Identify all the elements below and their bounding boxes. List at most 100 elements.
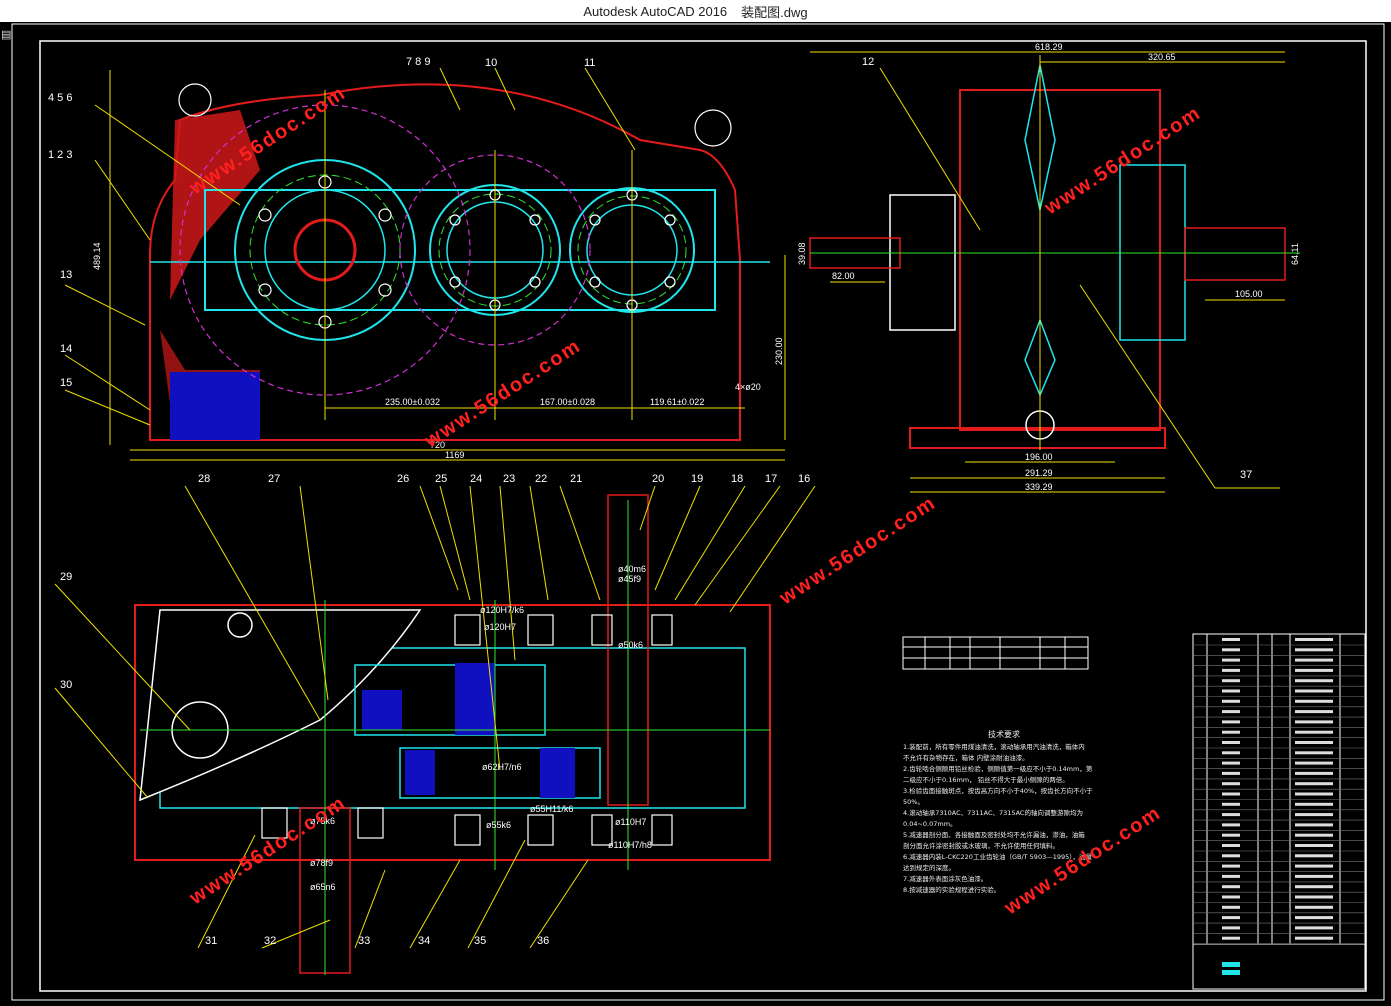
callout-29: 29 xyxy=(60,571,72,583)
callout-22: 22 xyxy=(535,473,547,485)
bom-row-text-block xyxy=(1222,895,1240,899)
bom-row-text-block xyxy=(1222,771,1240,775)
bom-row-text-block xyxy=(1295,905,1333,909)
callout-30: 30 xyxy=(60,679,72,691)
bom-row-text-block xyxy=(1295,679,1333,683)
tech-req-line: 50%。 xyxy=(903,798,924,806)
bom-row-text-block xyxy=(1295,751,1333,755)
bom-row-text-block xyxy=(1295,741,1333,744)
bom-row-text-block xyxy=(1295,895,1333,899)
file-name: 装配图.dwg xyxy=(741,4,808,20)
bom-row-text-block xyxy=(1295,844,1333,847)
bom-row-text-block xyxy=(1222,864,1240,868)
callout-28: 28 xyxy=(198,473,210,485)
bom-row-text-block xyxy=(1222,679,1240,683)
callout-13: 13 xyxy=(60,269,72,281)
bom-row-text-block xyxy=(1222,916,1240,920)
bom-row-text-block xyxy=(1295,823,1333,827)
bom-row-text-block xyxy=(1222,710,1240,714)
fit-3: ø62H7/n6 xyxy=(482,762,522,772)
fit-12: ø78f9 xyxy=(310,858,333,868)
callout-10: 10 xyxy=(485,57,497,69)
system-menu-icon[interactable]: ▤ xyxy=(1,29,12,41)
bom-row-text-block xyxy=(1222,658,1240,662)
tech-req-line: 6.减速器内装L-CKC220工业齿轮油（GB/T 5903—1995），油量 xyxy=(903,852,1093,861)
bom-row-text-block xyxy=(1222,638,1240,641)
bom-row-text-block xyxy=(1222,905,1240,909)
dim-left-dia: 39.08 xyxy=(797,242,807,265)
fit-8: ø55k6 xyxy=(486,820,511,830)
fit-7: ø55H11/k6 xyxy=(530,804,573,814)
bom-row-text-block xyxy=(1295,864,1333,868)
watermark: www.56doc.com xyxy=(1040,102,1205,220)
callout-34: 34 xyxy=(418,935,430,947)
tech-req-title: 技术要求 xyxy=(988,729,1020,739)
tech-req-line: 剖分面允许涂密封胶或水玻璃，不允许使用任何填料。 xyxy=(903,841,1059,850)
bom-row-text-block xyxy=(1222,699,1240,703)
callout-33: 33 xyxy=(358,935,370,947)
bom-row-text-block xyxy=(1295,638,1333,641)
bom-row-text-block xyxy=(1295,710,1333,714)
fit-5: ø45f9 xyxy=(618,574,641,584)
fit-9: ø110H7 xyxy=(615,817,646,827)
fit-4: ø40m6 xyxy=(618,564,646,574)
tech-req-line: 1.装配前，所有零件用煤油清洗，滚动轴承用汽油清洗，箱体内 xyxy=(903,742,1085,751)
callout-21: 21 xyxy=(570,473,582,485)
tech-req-line: 2.齿轮啮合侧隙用铅丝检验，侧隙值第一级应不小于0.14mm，第 xyxy=(903,764,1093,773)
bom-row-text-block xyxy=(1295,699,1333,703)
top-view: 28 27 26 25 24 23 22 21 20 19 18 17 16 2… xyxy=(54,473,816,975)
bom-row-text-block xyxy=(1295,936,1333,940)
callout-36: 36 xyxy=(537,935,549,947)
bom-row-text-block xyxy=(1222,833,1240,837)
watermark: www.56doc.com xyxy=(185,792,350,910)
bom-row-text-block xyxy=(1222,813,1240,817)
tech-req-line: 不允许有杂物存在，箱体 内壁涂耐油油漆。 xyxy=(903,753,1029,762)
callout-7-8-9: 7 8 9 xyxy=(406,56,430,68)
bom-row-text-block xyxy=(1222,751,1240,755)
bom-row-text-block xyxy=(1295,771,1333,775)
callout-37: 37 xyxy=(1240,469,1252,481)
bom-row-text-block xyxy=(1222,936,1240,940)
callout-4-5-6: 4 5 6 xyxy=(48,92,72,104)
bom-row-text-block xyxy=(1222,802,1240,806)
inner-frame xyxy=(39,40,1367,992)
dim-center-a: 235.00±0.032 xyxy=(385,397,440,407)
callout-12: 12 xyxy=(862,56,874,68)
dim-bolt-holes: 4×ø20 xyxy=(735,382,761,392)
dim-left-len: 82.00 xyxy=(832,271,855,281)
app-title: Autodesk AutoCAD 2016 xyxy=(583,3,728,19)
dim-overall-b: 1169 xyxy=(445,450,464,460)
fit-6: ø50k6 xyxy=(618,640,643,650)
technical-requirements: 技术要求 1.装配前，所有零件用煤油清洗，滚动轴承用汽油清洗，箱体内 不允许有杂… xyxy=(903,729,1093,894)
callout-20: 20 xyxy=(652,473,664,485)
dim-right-len: 105.00 xyxy=(1235,289,1263,299)
bom-row-text-block xyxy=(1295,833,1333,837)
bom-row-text-block xyxy=(1295,802,1333,806)
callout-1-2-3: 1 2 3 xyxy=(48,149,72,161)
bom-row-text-block xyxy=(1295,926,1333,930)
front-view: 4 5 6 1 2 3 13 14 15 7 8 9 10 11 489.14 … xyxy=(48,56,786,461)
tech-req-line: 0.04~0.07mm。 xyxy=(903,820,957,828)
bom-row-text-block xyxy=(1295,658,1333,662)
dim-center-b: 167.00±0.028 xyxy=(540,397,595,407)
callout-18: 18 xyxy=(731,473,743,485)
bom-row-text-block xyxy=(1295,782,1333,786)
bom-row-text-block xyxy=(1222,730,1240,734)
bom-row-text-block xyxy=(1295,916,1333,920)
callout-19: 19 xyxy=(691,473,703,485)
tech-req-line: 3.检验齿面接触斑点，按齿高方向不小于40%，按齿长方向不小于 xyxy=(903,786,1093,795)
bom-row-text-block xyxy=(1222,761,1240,765)
dim-height: 489.14 xyxy=(92,242,102,270)
dim-top-right: 320.65 xyxy=(1148,52,1176,62)
bom-row-text-block xyxy=(1295,885,1333,889)
bom-row-text-block xyxy=(1222,926,1240,930)
side-view: 12 37 618.29 320.65 39.08 82.00 64.11 10… xyxy=(797,42,1300,493)
bom-row-text-block xyxy=(1222,782,1240,786)
bom-row-text-block xyxy=(1222,854,1240,858)
dim-overall-a: 720 xyxy=(430,440,445,450)
bom-row-text-block xyxy=(1295,813,1333,817)
callout-11: 11 xyxy=(584,57,595,69)
callout-15: 15 xyxy=(60,377,72,389)
callout-24: 24 xyxy=(470,473,482,485)
